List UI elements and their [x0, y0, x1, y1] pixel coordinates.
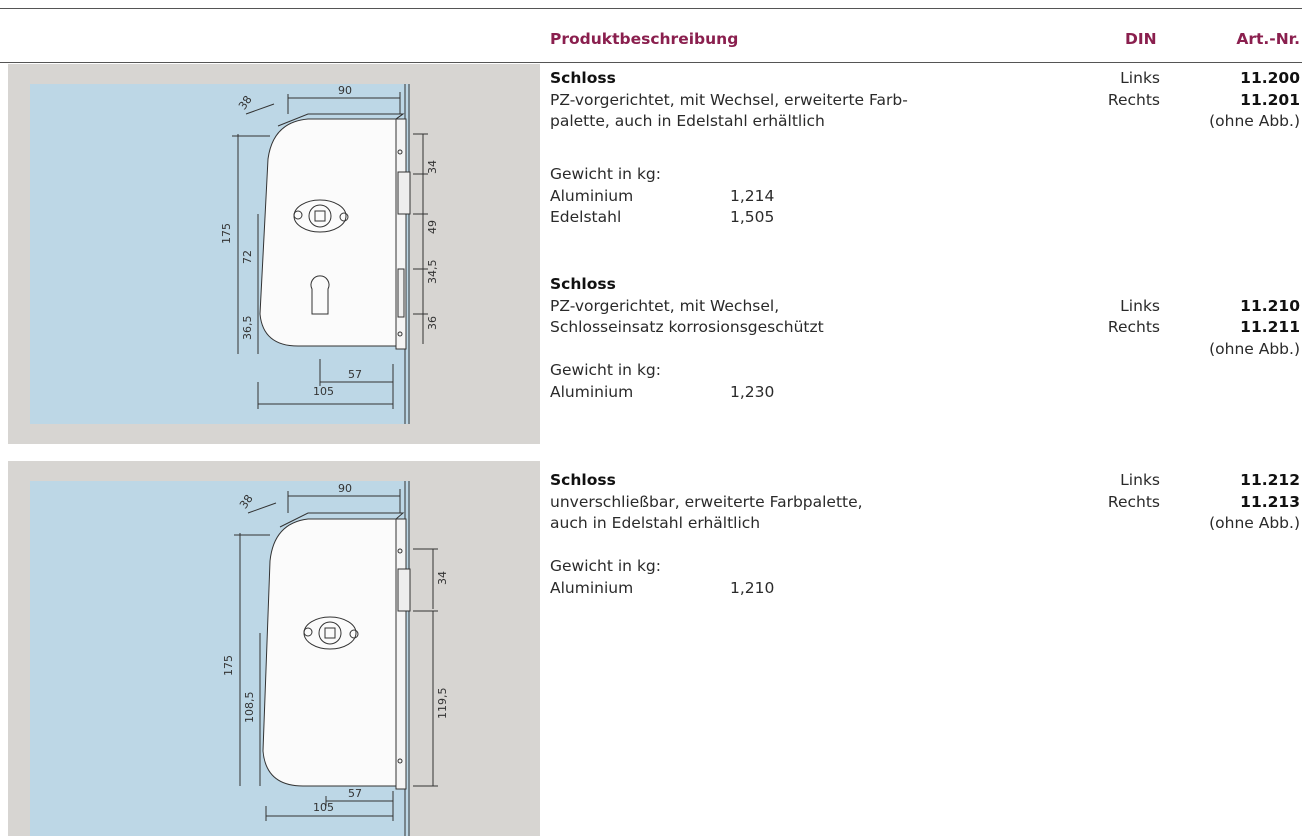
dim-175: 175 [222, 655, 235, 676]
weight-material: Aluminium [550, 578, 634, 597]
dim-38: 38 [236, 93, 255, 112]
product-title: Schloss [550, 69, 616, 87]
din-left: Links [1120, 69, 1160, 87]
dim-57: 57 [348, 368, 362, 381]
dim-34: 34 [436, 571, 449, 585]
din-left: Links [1120, 471, 1160, 489]
din-right: Rechts [1107, 90, 1160, 109]
weight-label: Gewicht in kg: [550, 165, 661, 183]
product-section-2: Schloss PZ-vorgerichtet, mit Wechsel, Li… [550, 274, 1302, 403]
weight-value: 1,230 [730, 382, 775, 401]
dim-90: 90 [338, 482, 352, 495]
dim-175: 175 [220, 223, 233, 244]
din-right: Rechts [1107, 492, 1160, 511]
product-section-1: Schloss Links 11.200 PZ-vorgerichtet, mi… [550, 68, 1302, 229]
drawing-panel-1: 38 90 175 72 36,5 57 105 34 49 34,5 36 [8, 64, 540, 444]
description-line: unverschließbar, erweiterte Farbpalette, [550, 492, 863, 511]
dim-119-5: 119,5 [436, 688, 449, 720]
dim-57: 57 [348, 787, 362, 800]
technical-drawing-1: 38 90 175 72 36,5 57 105 34 49 34,5 36 [220, 84, 439, 424]
dim-72: 72 [241, 250, 254, 264]
dim-34: 34 [426, 160, 439, 174]
art-number: 11.210 [1240, 296, 1300, 315]
dim-108-5: 108,5 [243, 692, 256, 724]
note-text: (ohne Abb.) [1209, 339, 1300, 358]
drawing-panel-2: 38 90 175 108,5 57 105 34 119,5 [8, 461, 540, 836]
din-right: Rechts [1107, 318, 1160, 336]
header-description: Produktbeschreibung [550, 30, 739, 48]
dim-90: 90 [338, 84, 352, 97]
din-left: Links [1120, 296, 1160, 315]
dim-105: 105 [313, 801, 334, 814]
product-title: Schloss [550, 471, 616, 489]
note-text: (ohne Abb.) [1209, 514, 1300, 532]
art-number: 11.200 [1240, 69, 1300, 87]
dim-36: 36 [426, 316, 439, 330]
art-number: 11.212 [1240, 471, 1300, 489]
art-number: 11.201 [1240, 90, 1300, 109]
header-rule [0, 62, 1302, 63]
dim-105: 105 [313, 385, 334, 398]
description-line: Schlosseinsatz korrosionsgeschützt [550, 318, 824, 336]
weight-material: Edelstahl [550, 208, 622, 226]
description-line: auch in Edelstahl erhältlich [550, 514, 761, 532]
description-line: PZ-vorgerichtet, mit Wechsel, [550, 296, 780, 315]
weight-value: 1,505 [730, 208, 775, 226]
weight-label: Gewicht in kg: [550, 557, 661, 575]
header-art-nr: Art.-Nr. [1236, 30, 1300, 48]
technical-drawing-2: 38 90 175 108,5 57 105 34 119,5 [222, 481, 449, 836]
weight-value: 1,214 [730, 186, 775, 205]
note-text: (ohne Abb.) [1209, 112, 1300, 130]
weight-label: Gewicht in kg: [550, 361, 661, 379]
weight-material: Aluminium [550, 186, 634, 205]
weight-value: 1,210 [730, 578, 775, 597]
dim-34-5: 34,5 [426, 260, 439, 285]
header-din: DIN [1125, 30, 1157, 48]
dim-36-5: 36,5 [241, 316, 254, 341]
product-title: Schloss [550, 275, 616, 293]
art-number: 11.213 [1240, 492, 1300, 511]
dim-38: 38 [237, 492, 256, 511]
table-header: Produktbeschreibung DIN Art.-Nr. [550, 30, 1302, 54]
product-section-3: Schloss Links 11.212 unverschließbar, er… [550, 470, 1302, 599]
weight-material: Aluminium [550, 382, 634, 401]
top-rule [0, 8, 1302, 9]
dim-49: 49 [426, 220, 439, 234]
art-number: 11.211 [1240, 318, 1300, 336]
description-line: PZ-vorgerichtet, mit Wechsel, erweiterte… [550, 90, 908, 109]
description-line: palette, auch in Edelstahl erhältlich [550, 112, 825, 130]
